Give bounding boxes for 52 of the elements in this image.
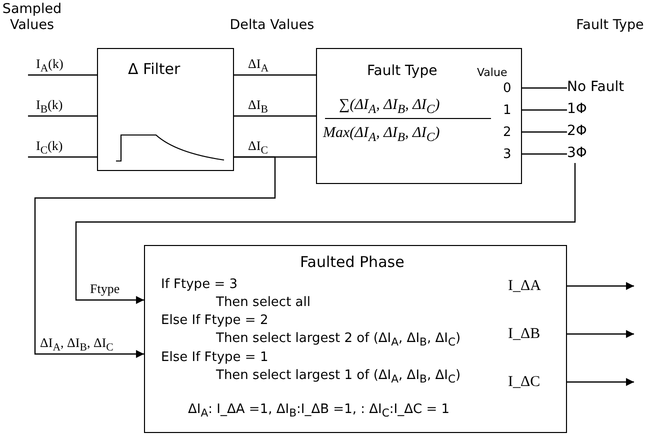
edge-label: ΔI$_{C}$ — [248, 139, 268, 158]
edge-label: I$_{B}$(k) — [36, 98, 63, 116]
box-text: Else If Ftype = 2 — [161, 314, 268, 329]
edge-label: ΔI$_{A}$ — [248, 57, 269, 76]
box-text: Then select all — [216, 296, 310, 311]
box-text: 2 — [503, 126, 512, 141]
arrow — [567, 282, 634, 290]
connector-line — [28, 74, 97, 76]
box-text: I_ΔA — [508, 278, 541, 296]
box-text: If Ftype = 3 — [161, 278, 238, 293]
connector-line — [522, 131, 567, 133]
output-label: No Fault — [567, 79, 639, 97]
box-text: ΔI$_{A}$: I_ΔA =1, ΔI$_{B}$:I_ΔB =1, : ΔI$_{C}$:I_ΔC = 1 — [188, 403, 450, 420]
connector-line — [28, 156, 97, 158]
box-text: Value — [477, 67, 508, 80]
output-label: 2Φ — [567, 123, 593, 141]
section-heading: Delta Values — [228, 18, 316, 34]
box-text: Max(ΔI$_{A}$, ΔI$_{B}$, ΔI$_{C}$) — [323, 125, 440, 144]
edge-label: ΔI$_{B}$ — [248, 98, 268, 116]
connector-line — [522, 109, 567, 111]
process-box — [316, 48, 522, 184]
process-box — [97, 48, 234, 171]
process-box — [144, 245, 567, 433]
edge-label: I$_{A}$(k) — [36, 57, 64, 76]
box-text: ∑(ΔI$_{A}$, ΔI$_{B}$, ΔI$_{C}$) — [339, 97, 440, 116]
output-label: 1Φ — [567, 101, 593, 119]
connector-line — [522, 87, 567, 89]
connector-line — [522, 153, 567, 155]
box-text: 1 — [503, 104, 512, 119]
connector-line — [28, 115, 97, 117]
box-text: Fault Type — [367, 63, 438, 80]
box-text: Δ Filter — [128, 61, 180, 78]
box-text: 0 — [503, 82, 512, 97]
output-label: 3Φ — [567, 145, 593, 163]
box-text: I_ΔC — [508, 374, 540, 392]
arrow — [75, 163, 576, 304]
arrow — [34, 156, 276, 358]
section-heading: Sampled Values — [1, 2, 63, 34]
box-text: I_ΔB — [508, 326, 540, 344]
box-text: Faulted Phase — [300, 254, 404, 272]
arrow — [567, 330, 634, 338]
connector-line — [234, 74, 316, 76]
section-heading: Fault Type — [575, 18, 645, 34]
box-text: Then select largest 2 of (ΔI$_{A}$, ΔI$_{B}$, ΔI$_{C}$) — [216, 332, 461, 350]
box-text: 3 — [503, 148, 512, 163]
edge-label: Ftype — [90, 282, 120, 297]
edge-label: I$_{C}$(k) — [36, 139, 63, 158]
box-text: Then select largest 1 of (ΔI$_{A}$, ΔI$_{B}$, ΔI$_{C}$) — [216, 369, 461, 386]
edge-label: ΔI$_{A}$, ΔI$_{B}$, ΔI$_{C}$ — [40, 336, 114, 354]
connector-line — [234, 115, 316, 117]
box-text: Else If Ftype = 1 — [161, 351, 268, 366]
arrow — [567, 378, 634, 386]
